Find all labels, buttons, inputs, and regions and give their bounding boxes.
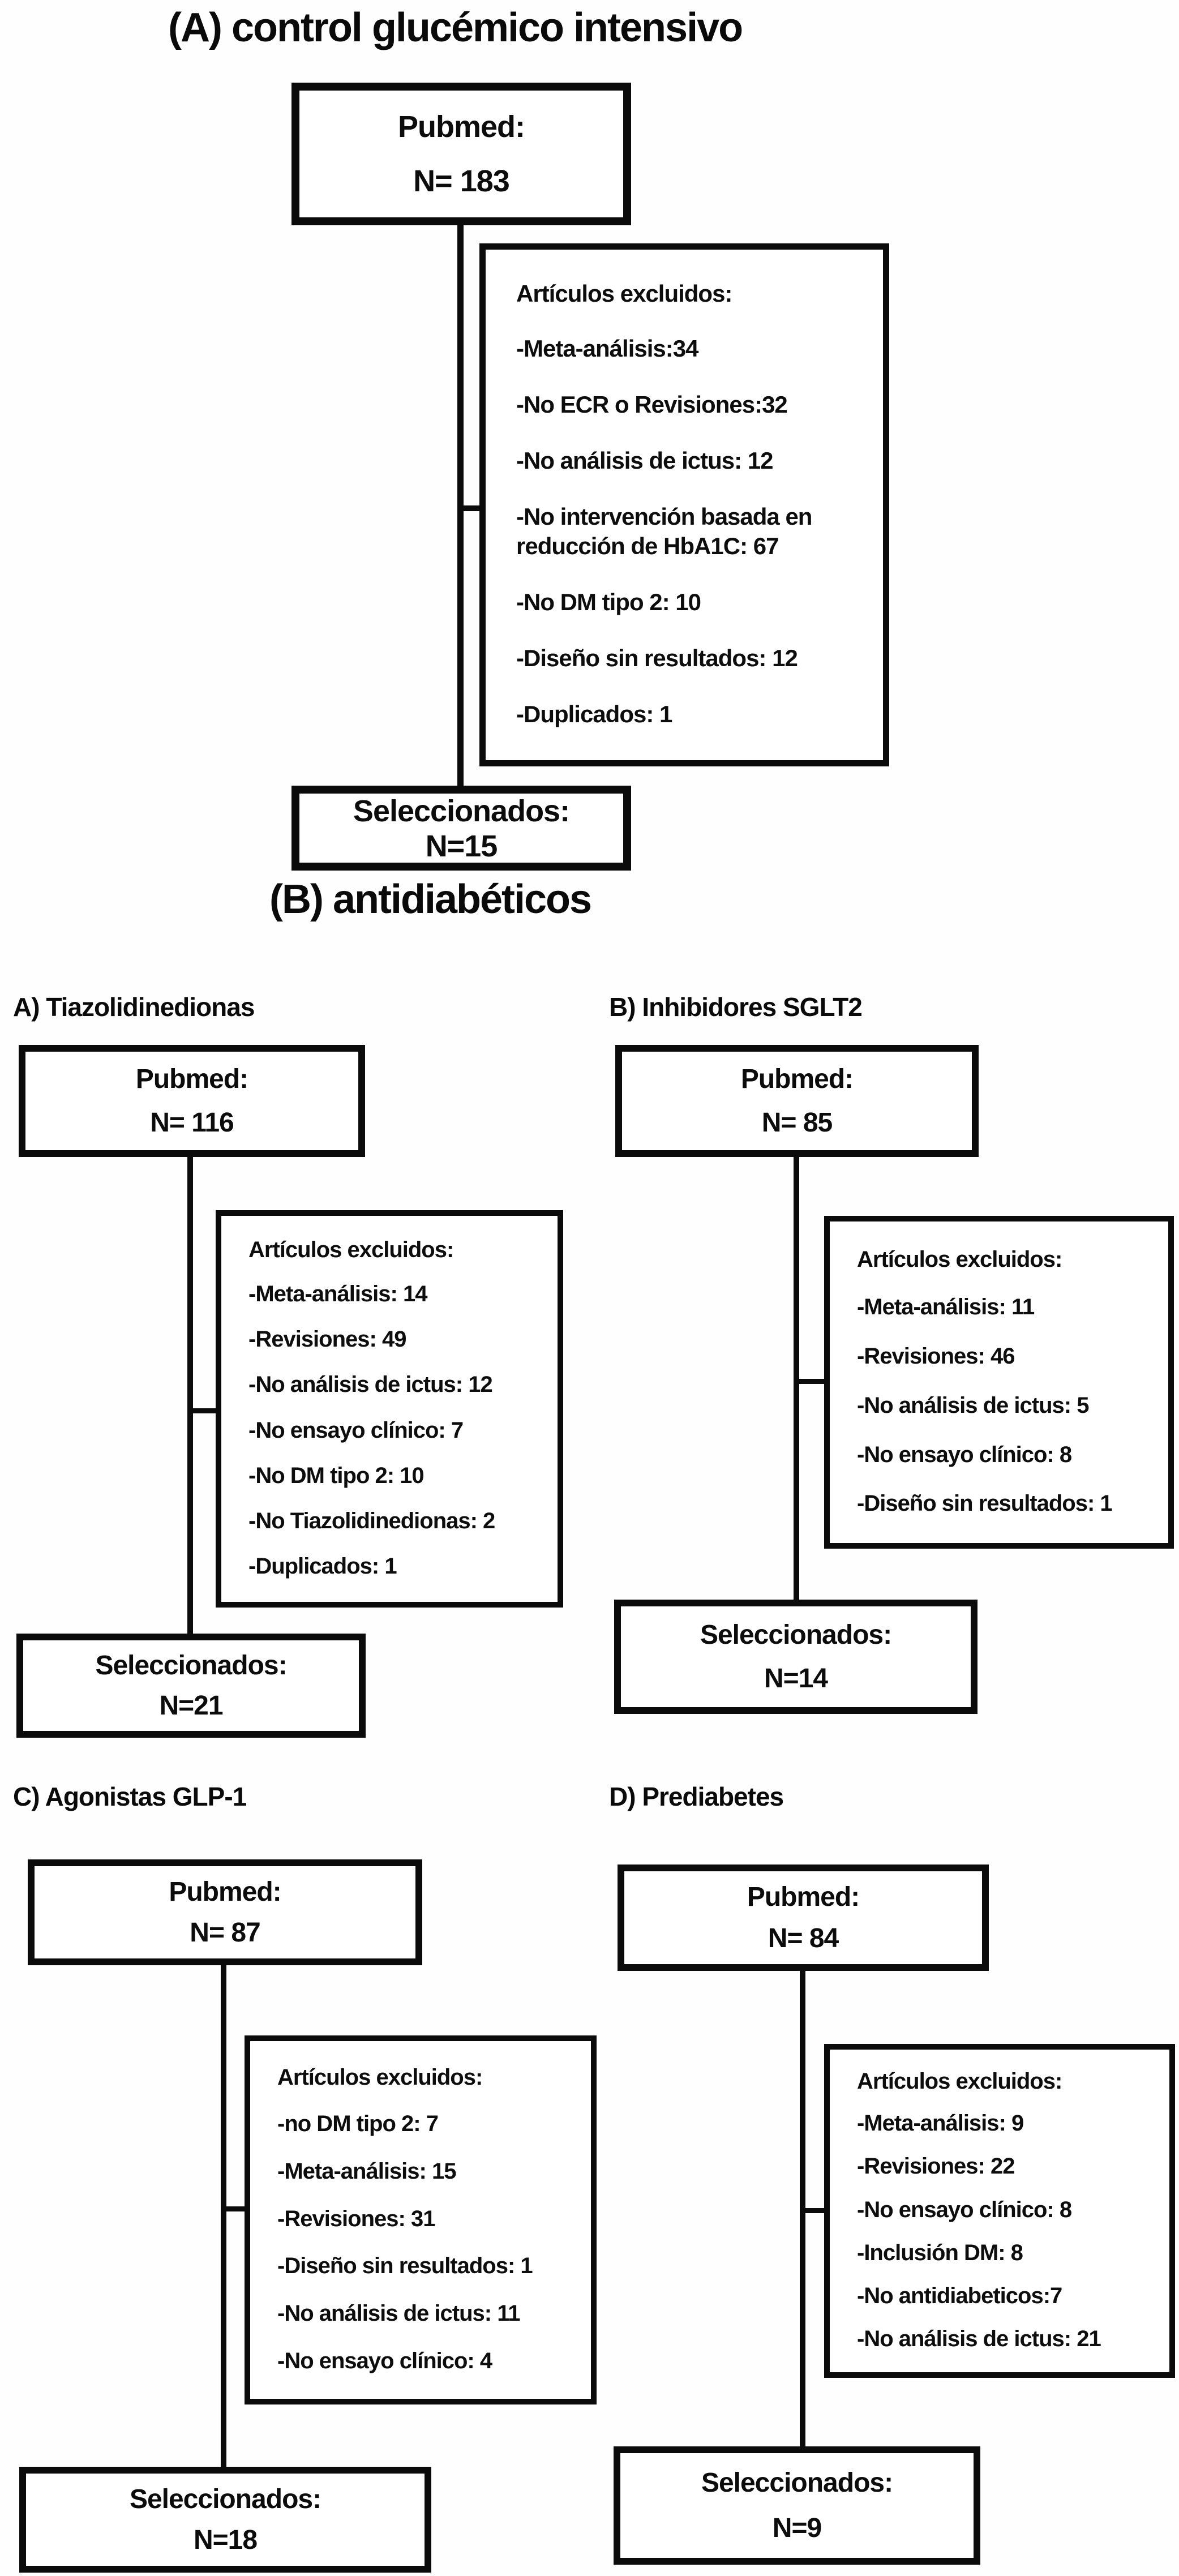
selected-count: N=21 — [159, 1691, 223, 1721]
excluded-item: -No análisis de ictus: 12 — [516, 447, 774, 474]
subchart-label: B) Inhibidores SGLT2 — [609, 992, 863, 1022]
excluded-item: -Meta-análisis:34 — [516, 335, 698, 362]
excluded-item: -No DM tipo 2: 10 — [516, 589, 701, 616]
excluded-item: -Revisiones: 31 — [277, 2206, 435, 2231]
excluded-item: -No análisis de ictus: 21 — [857, 2326, 1101, 2351]
connector-branch-line — [796, 1379, 826, 1384]
excluded-item: -Revisiones: 46 — [857, 1344, 1015, 1369]
excluded-list: Artículos excluidos: -Meta-análisis: 11 -… — [830, 1221, 1168, 1543]
excluded-item: -No Tiazolidinedionas: 2 — [248, 1508, 495, 1533]
excluded-list: Artículos excluidos: -no DM tipo 2: 7 -Me… — [250, 2041, 591, 2399]
pubmed-label: Pubmed: — [740, 1064, 854, 1095]
pubmed-box: Pubmed: N= 85 — [615, 1045, 979, 1157]
excluded-list: Artículos excluidos: -Meta-análisis: 14 -… — [221, 1216, 558, 1602]
connector-branch-line — [224, 2206, 247, 2211]
connector-vertical-line — [457, 221, 464, 789]
excluded-title: Artículos excluidos: — [516, 280, 732, 307]
selected-count: N=14 — [764, 1664, 828, 1694]
selected-box: Seleccionados: N=9 — [614, 2446, 980, 2565]
excluded-box: Artículos excluidos: -Meta-análisis: 14 -… — [216, 1210, 563, 1608]
excluded-box: Artículos excluidos: -Meta-análisis: 9 -R… — [824, 2044, 1175, 2378]
selected-count: N=9 — [772, 2513, 822, 2543]
selected-label: Seleccionados: — [129, 2484, 321, 2514]
connector-vertical-line — [794, 1155, 799, 1602]
excluded-item: -Diseño sin resultados: 1 — [857, 1491, 1113, 1516]
subchart-prediabetes: D) Prediabetes Pubmed: N= 84 Artículos e… — [589, 1775, 1179, 2576]
pubmed-label: Pubmed: — [169, 1876, 281, 1907]
excluded-item: -No ECR o Revisiones:32 — [516, 391, 788, 418]
section-a-pubmed-box: Pubmed: N= 183 — [291, 83, 631, 225]
excluded-item: -Meta-análisis: 9 — [857, 2111, 1024, 2136]
excluded-item: -No análisis de ictus: 5 — [857, 1392, 1089, 1418]
selected-label: Seleccionados: — [700, 1619, 892, 1650]
selected-box: Seleccionados: N=18 — [19, 2467, 431, 2573]
excluded-item: -No ensayo clínico: 7 — [248, 1417, 464, 1443]
pubmed-box: Pubmed: N= 116 — [19, 1045, 365, 1157]
excluded-item: -No análisis de ictus: 12 — [248, 1372, 493, 1398]
selected-label: Seleccionados: — [353, 794, 570, 828]
subchart-label: D) Prediabetes — [609, 1782, 784, 1811]
excluded-item: -No ensayo clínico: 4 — [277, 2348, 492, 2374]
excluded-item: -Diseño sin resultados: 1 — [277, 2253, 533, 2279]
selected-count: N=15 — [425, 829, 498, 863]
excluded-item: -Meta-análisis: 11 — [857, 1295, 1035, 1320]
connector-vertical-line — [221, 1963, 226, 2469]
excluded-item: -Duplicados: 1 — [248, 1553, 397, 1579]
excluded-item: -No análisis de ictus: 11 — [277, 2301, 521, 2326]
excluded-item: -Revisiones: 49 — [248, 1327, 406, 1352]
excluded-item: -Meta-análisis: 14 — [248, 1281, 427, 1307]
excluded-item: -Meta-análisis: 15 — [277, 2158, 456, 2184]
excluded-title: Artículos excluidos: — [857, 2069, 1062, 2094]
excluded-box: Artículos excluidos: -Meta-análisis: 11 -… — [824, 1216, 1174, 1549]
excluded-item: -no DM tipo 2: 7 — [277, 2111, 439, 2136]
connector-branch-line — [461, 505, 485, 511]
pubmed-count: N= 87 — [190, 1918, 260, 1948]
pubmed-box: Pubmed: N= 84 — [618, 1865, 989, 1971]
connector-vertical-line — [187, 1155, 193, 1636]
selected-box: Seleccionados: N=21 — [16, 1634, 366, 1738]
excluded-item: -Diseño sin resultados: 12 — [516, 645, 798, 672]
pubmed-count: N= 183 — [413, 164, 510, 198]
excluded-item: -No ensayo clínico: 8 — [857, 2197, 1072, 2222]
excluded-item: -No DM tipo 2: 10 — [248, 1463, 425, 1488]
connector-branch-line — [803, 2208, 826, 2213]
excluded-item: -Revisiones: 22 — [857, 2154, 1015, 2179]
connector-branch-line — [190, 1408, 217, 1413]
excluded-box: Artículos excluidos: -no DM tipo 2: 7 -Me… — [245, 2035, 597, 2404]
pubmed-count: N= 84 — [768, 1923, 839, 1953]
selected-box: Seleccionados: N=14 — [614, 1600, 978, 1714]
subchart-label: A) Tiazolidinedionas — [13, 992, 255, 1022]
section-b-title: (B) antidiabéticos — [269, 877, 592, 922]
excluded-list: Artículos excluidos: -Meta-análisis:34 -N… — [486, 250, 883, 760]
pubmed-count: N= 85 — [761, 1107, 833, 1138]
subchart-tiazolidinedionas: A) Tiazolidinedionas Pubmed: N= 116 Artí… — [0, 985, 594, 1749]
excluded-item: -No intervención basada en reducción de … — [516, 503, 812, 560]
excluded-item: -No ensayo clínico: 8 — [857, 1442, 1072, 1467]
subchart-agonistas-glp1: C) Agonistas GLP-1 Pubmed: N= 87 Artícul… — [0, 1775, 613, 2576]
section-a-title: (A) control glucémico intensivo — [168, 5, 743, 50]
subchart-label: C) Agonistas GLP-1 — [13, 1782, 247, 1811]
excluded-title: Artículos excluidos: — [248, 1237, 454, 1263]
excluded-item: -No antidiabeticos:7 — [857, 2283, 1062, 2308]
pubmed-count: N= 116 — [150, 1107, 234, 1138]
excluded-title: Artículos excluidos: — [277, 2064, 483, 2090]
excluded-title: Artículos excluidos: — [857, 1246, 1062, 1272]
pubmed-box: Pubmed: N= 87 — [28, 1859, 422, 1965]
pubmed-label: Pubmed: — [747, 1882, 860, 1912]
selected-label: Seleccionados: — [95, 1650, 287, 1681]
pubmed-label: Pubmed: — [135, 1064, 248, 1095]
excluded-item: -Inclusión DM: 8 — [857, 2240, 1023, 2265]
section-a-selected-box: Seleccionados: N=15 — [291, 786, 631, 871]
excluded-list: Artículos excluidos: -Meta-análisis: 9 -R… — [830, 2050, 1169, 2372]
selected-count: N=18 — [193, 2525, 258, 2556]
pubmed-label: Pubmed: — [397, 110, 525, 144]
section-a-excluded-box: Artículos excluidos: -Meta-análisis:34 -N… — [479, 243, 889, 766]
selected-label: Seleccionados: — [701, 2468, 893, 2498]
subchart-inhibidores-sglt2: B) Inhibidores SGLT2 Pubmed: N= 85 Artíc… — [589, 985, 1179, 1749]
excluded-item: -Duplicados: 1 — [516, 701, 672, 727]
